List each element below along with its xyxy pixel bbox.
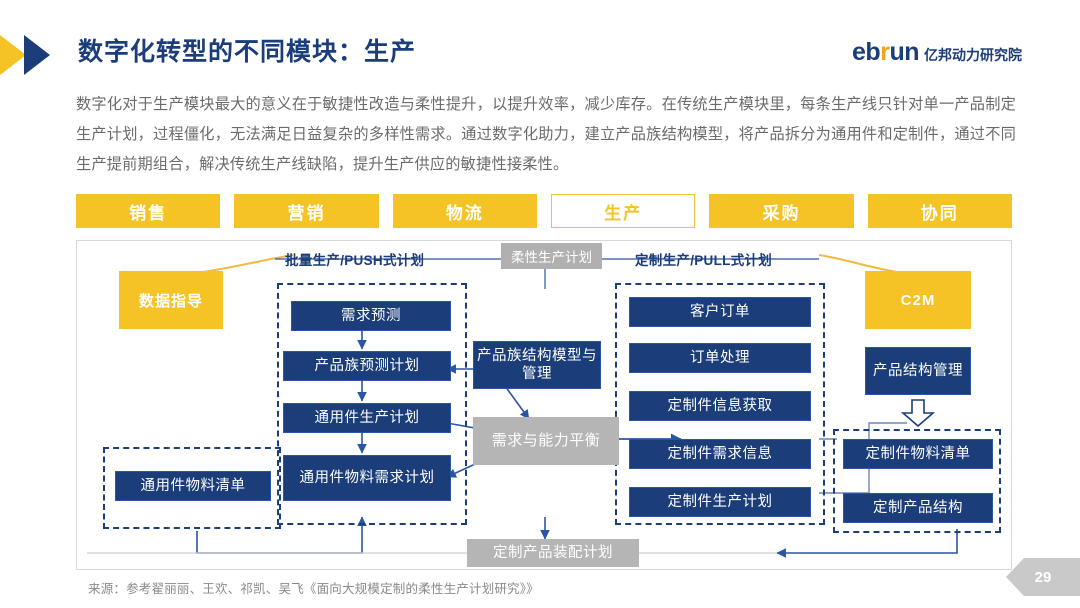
ebrun-logo: ebrun 亿邦动力研究院 [852,40,1022,65]
box-common-bom[interactable]: 通用件物料清单 [115,471,271,501]
tab-procurement[interactable]: 采购 [709,194,854,228]
logo-wordmark: ebrun [852,40,919,65]
box-data-guide[interactable]: 数据指导 [119,271,223,329]
diagram-canvas: 批量生产/PUSH式计划 柔性生产计划 定制生产/PULL式计划 数据指导 需求… [77,241,1013,571]
page-number-badge: 29 [1006,558,1080,596]
page-title: 数字化转型的不同模块：生产 [78,38,417,66]
group-pull-chain [615,283,825,525]
body-paragraph: 数字化对于生产模块最大的意义在于敏捷性改造与柔性提升，以提升效率，减少库存。在传… [76,96,1016,173]
tab-marketing[interactable]: 营销 [234,194,379,228]
box-custom-part-production[interactable]: 定制件生产计划 [629,487,811,517]
label-pull-planning: 定制生产/PULL式计划 [635,253,773,268]
group-common-bom [103,447,281,529]
box-common-part-production[interactable]: 通用件生产计划 [283,403,451,433]
box-c2m[interactable]: C2M [865,271,971,329]
box-order-processing[interactable]: 订单处理 [629,343,811,373]
logo-r: r [880,38,890,66]
diagram-panel: 批量生产/PUSH式计划 柔性生产计划 定制生产/PULL式计划 数据指导 需求… [76,240,1012,570]
box-product-family-model[interactable]: 产品族结构模型与管理 [473,341,601,389]
box-custom-assembly-plan[interactable]: 定制产品装配计划 [467,539,639,567]
label-push-planning: 批量生产/PUSH式计划 [285,253,425,268]
box-custom-part-bom[interactable]: 定制件物料清单 [843,439,993,469]
tab-sales[interactable]: 销售 [76,194,221,228]
box-custom-product-structure[interactable]: 定制产品结构 [843,493,993,523]
tab-collaboration[interactable]: 协同 [867,194,1012,228]
box-product-family-forecast[interactable]: 产品族预测计划 [283,351,451,381]
down-arrow-icon [901,399,935,427]
tab-logistics[interactable]: 物流 [392,194,537,228]
tab-production[interactable]: 生产 [550,194,696,228]
group-push-chain [277,283,467,525]
label-flexible-planning: 柔性生产计划 [501,243,602,269]
box-custom-part-info[interactable]: 定制件信息获取 [629,391,811,421]
box-customer-order[interactable]: 客户订单 [629,297,811,327]
double-chevron-icon [0,35,50,75]
group-custom-bom [833,429,1001,533]
box-demand-capacity-balance[interactable]: 需求与能力平衡 [473,417,619,465]
logo-chinese-name: 亿邦动力研究院 [924,47,1022,63]
box-product-structure-mgmt[interactable]: 产品结构管理 [865,347,971,395]
box-common-part-material[interactable]: 通用件物料需求计划 [283,455,451,501]
source-note: 来源：参考翟丽丽、王欢、祁凯、吴飞《面向大规模定制的柔性生产计划研究》》 [88,582,539,596]
module-tabbar: 销售 营销 物流 生产 采购 协同 [76,194,1012,228]
logo-eb: eb [852,38,881,66]
logo-un: un [889,38,919,66]
box-custom-part-demand[interactable]: 定制件需求信息 [629,439,811,469]
box-demand-forecast[interactable]: 需求预测 [291,301,451,331]
